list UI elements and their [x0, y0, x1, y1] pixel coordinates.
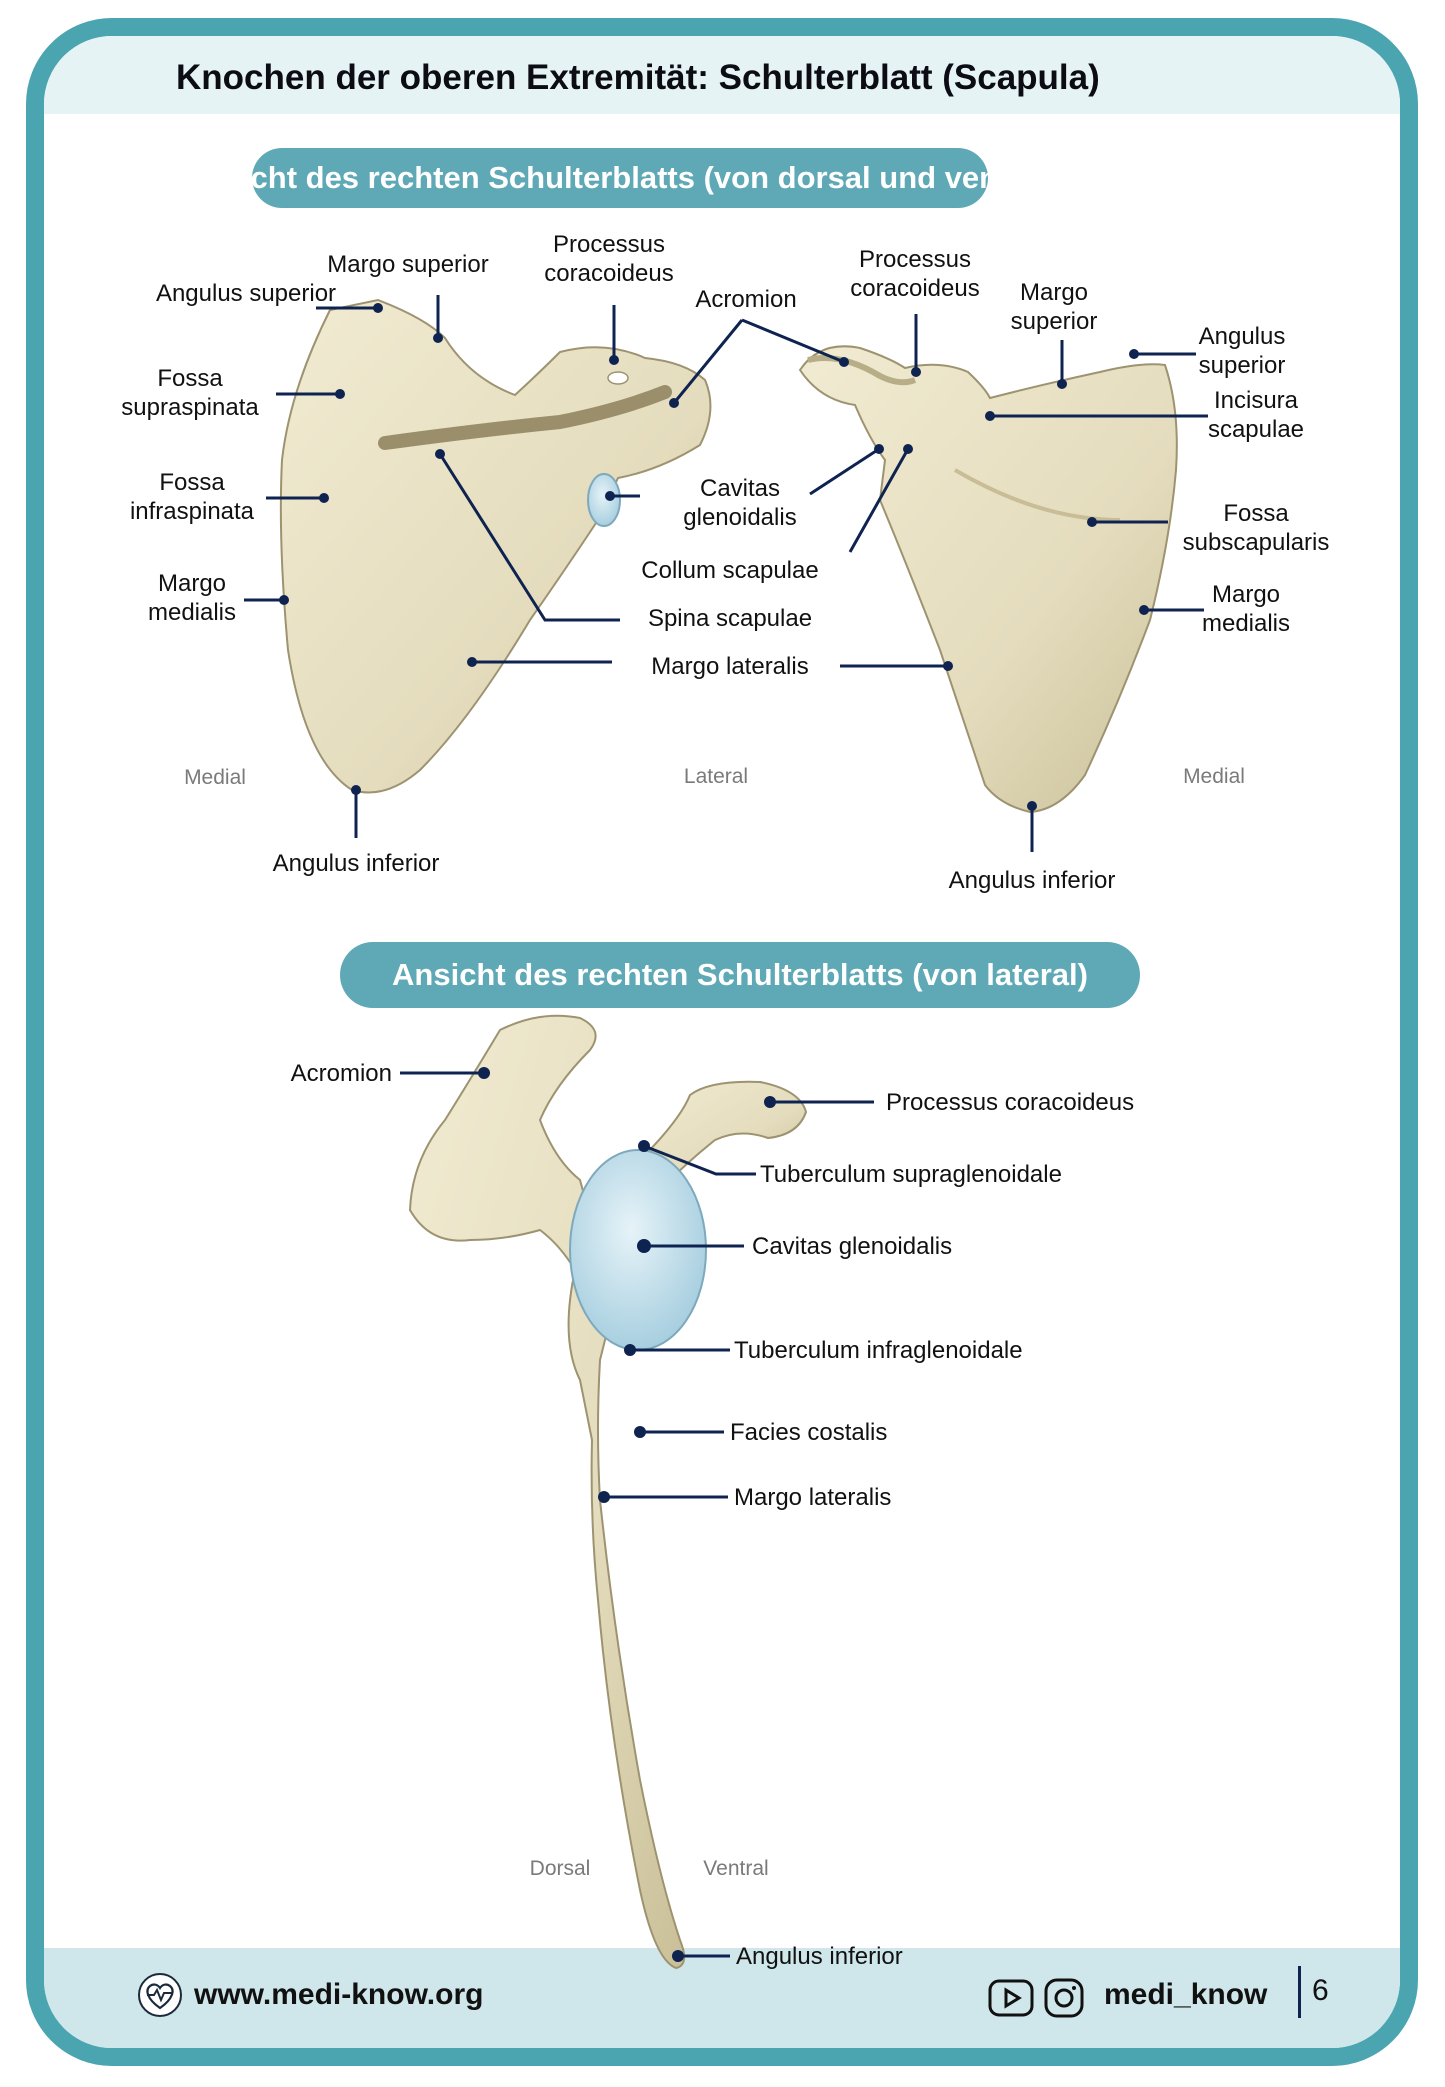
label-angulus-superior-v2: superior: [1199, 352, 1286, 379]
label-cavitas-glenoidalis-1: Cavitas: [700, 475, 780, 502]
label-processus-coracoideus-v1: Processus: [859, 246, 971, 273]
label-fossa-supraspinata-2: supraspinata: [121, 394, 259, 421]
label-collum-scapulae: Collum scapulae: [641, 557, 818, 584]
page-frame: Knochen der oberen Extremität: Schulterb…: [26, 18, 1418, 2066]
label-cavitas-glenoidalis-lateral: Cavitas glenoidalis: [752, 1233, 952, 1260]
label-angulus-inferior-ventral: Angulus inferior: [949, 867, 1116, 894]
lateral-labels: Acromion Processus coracoideus Tuberculu…: [291, 1060, 1135, 1970]
center-labels: Acromion Cavitas glenoidalis Collum scap…: [641, 286, 818, 680]
label-fossa-infraspinata-2: infraspinata: [130, 498, 255, 525]
orientation-ventral: Ventral: [703, 1857, 768, 1880]
label-margo-medialis-1: Margo: [158, 570, 226, 597]
label-acromion: Acromion: [695, 286, 796, 313]
label-processus-coracoideus-v2: coracoideus: [850, 275, 979, 302]
label-processus-coracoideus-2: coracoideus: [544, 260, 673, 287]
section-heading-lateral: Ansicht des rechten Schulterblatts (von …: [340, 942, 1140, 1008]
label-processus-coracoideus-1: Processus: [553, 231, 665, 258]
orientation-lateral: Lateral: [684, 765, 748, 788]
scapula-dorsal-illustration: [279, 298, 712, 794]
social-handle[interactable]: medi_know: [1104, 1978, 1268, 2011]
label-margo-superior-v1: Margo: [1020, 279, 1088, 306]
label-cavitas-glenoidalis-2: glenoidalis: [683, 504, 796, 531]
scapula-ventral-illustration: [798, 345, 1178, 814]
label-spina-scapulae: Spina scapulae: [648, 605, 812, 632]
label-facies-costalis: Facies costalis: [730, 1419, 887, 1446]
label-margo-lateralis: Margo lateralis: [651, 653, 808, 680]
label-angulus-inferior-dorsal: Angulus inferior: [273, 850, 440, 877]
title-band: Knochen der oberen Extremität: Schulterb…: [44, 36, 1400, 114]
leader-lines: [244, 295, 1208, 1958]
website-link[interactable]: www.medi-know.org: [194, 1978, 484, 2011]
label-angulus-superior: Angulus superior: [156, 280, 336, 307]
label-margo-lateralis-lateral: Margo lateralis: [734, 1484, 891, 1511]
label-fossa-subscapularis-1: Fossa: [1223, 500, 1289, 527]
orientation-dorsal: Dorsal: [530, 1857, 591, 1880]
dorsal-labels: Margo superior Angulus superior Fossa su…: [121, 231, 673, 877]
label-tuberculum-infraglenoidale: Tuberculum infraglenoidale: [734, 1337, 1023, 1364]
label-angulus-superior-v1: Angulus: [1199, 323, 1286, 350]
leader-dots: [279, 303, 1149, 1962]
label-incisura-scapulae-2: scapulae: [1208, 416, 1304, 443]
label-tuberculum-supraglenoidale: Tuberculum supraglenoidale: [760, 1161, 1062, 1188]
footer-divider: [1298, 1966, 1301, 2018]
heart-pulse-logo-icon: [138, 1973, 182, 2017]
orientation-labels: Medial Lateral Medial Dorsal Ventral: [184, 765, 1245, 1880]
page-number: 6: [1312, 1974, 1329, 2007]
label-fossa-supraspinata-1: Fossa: [157, 365, 223, 392]
label-fossa-subscapularis-2: subscapularis: [1183, 529, 1330, 556]
page-title: Knochen der oberen Extremität: Schulterb…: [176, 58, 1100, 97]
label-margo-medialis-v2: medialis: [1202, 610, 1290, 637]
label-fossa-infraspinata-1: Fossa: [159, 469, 225, 496]
orientation-medial-left: Medial: [184, 766, 246, 789]
orientation-medial-right: Medial: [1183, 765, 1245, 788]
label-angulus-inferior-lateral: Angulus inferior: [736, 1943, 903, 1970]
instagram-icon[interactable]: [1043, 1977, 1085, 2019]
section-heading-dorsal-ventral: Ansicht des rechten Schulterblatts (von …: [183, 148, 1057, 208]
ventral-labels: Processus coracoideus Margo superior Ang…: [850, 246, 1329, 894]
footer-band: www.medi-know.org medi_know 6: [44, 1948, 1400, 2048]
label-margo-superior: Margo superior: [327, 251, 488, 278]
label-acromion-lateral: Acromion: [291, 1060, 392, 1087]
scapula-lateral-illustration: [408, 1014, 808, 1970]
label-processus-coracoideus-lateral: Processus coracoideus: [886, 1089, 1134, 1116]
label-incisura-scapulae-1: Incisura: [1214, 387, 1299, 414]
label-margo-medialis-2: medialis: [148, 599, 236, 626]
label-margo-superior-v2: superior: [1011, 308, 1098, 335]
youtube-icon[interactable]: [988, 1978, 1034, 2018]
label-margo-medialis-v1: Margo: [1212, 581, 1280, 608]
